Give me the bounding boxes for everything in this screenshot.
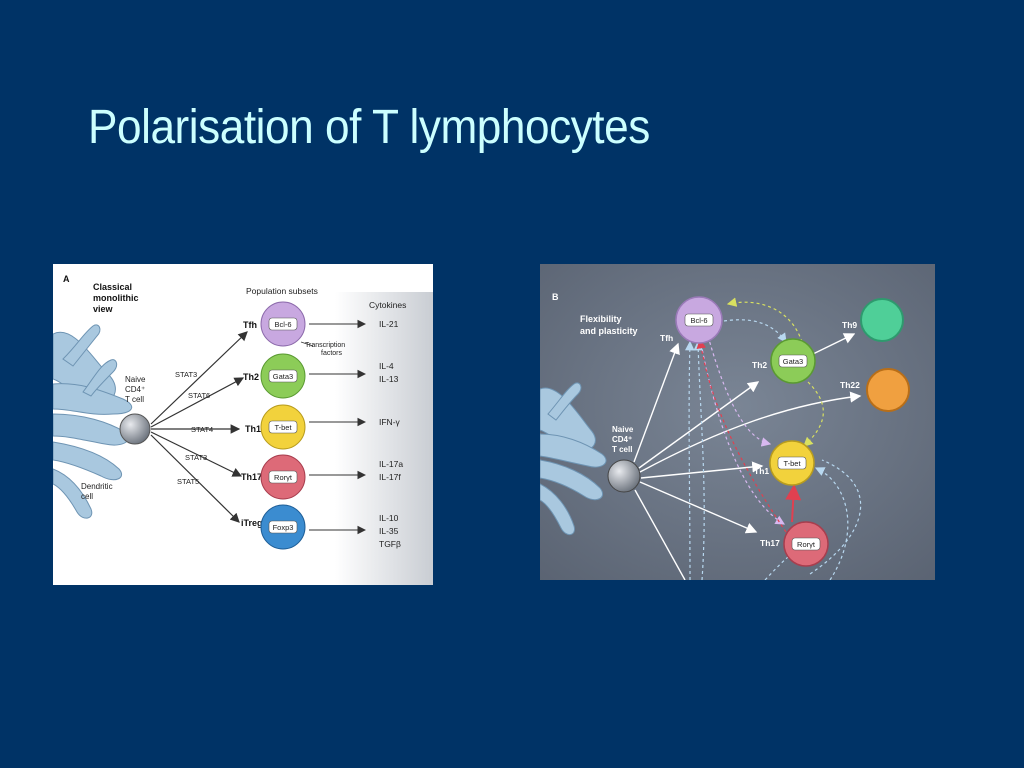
- transcription-label-line1: Transcription: [305, 342, 345, 349]
- cell-name-b-th9: Th9: [842, 320, 857, 330]
- subset-name-th2: Th2: [243, 372, 259, 382]
- dashed-tfh-to-th2: [717, 319, 787, 343]
- dashed-up-to-tfh-2: [693, 340, 705, 580]
- dashed-up-to-th1: [814, 467, 849, 580]
- subset-cell-tfh: Bcl-6: [260, 301, 306, 347]
- population-subsets-header: Population subsets: [246, 286, 318, 296]
- cytokine-itreg-2: IL-35: [379, 526, 399, 536]
- cytokine-tfh-1: IL-21: [379, 319, 399, 329]
- factor-label-tfh: Bcl-6: [274, 320, 291, 329]
- arrow-to-th17: [150, 431, 243, 477]
- transcription-leader: [300, 341, 314, 347]
- panel-a-heading-line2: monolithic: [93, 293, 139, 303]
- factor-label-b-th1: T-bet: [783, 459, 801, 468]
- cell-name-b-th17: Th17: [760, 538, 780, 548]
- cytokine-th2-2: IL-13: [379, 374, 399, 384]
- arrow-b-to-th22: [639, 391, 862, 473]
- cell-b-th22: [866, 368, 910, 412]
- cell-b-tfh: Bcl-6: [675, 296, 723, 344]
- subset-cell-itreg: Foxp3: [260, 504, 306, 550]
- panel-a-classical-view: STAT3 STAT6 STAT4 STAT3 STAT5 Tfh Th2 Th…: [53, 264, 433, 585]
- panel-a-heading-line1: Classical: [93, 282, 132, 292]
- factor-label-b-th2: Gata3: [783, 357, 803, 366]
- naive-label-b-line1: Naive: [612, 425, 634, 434]
- cytokine-th2-1: IL-4: [379, 361, 394, 371]
- cell-name-b-th1: Th1: [754, 466, 769, 476]
- dashed-up-to-tfh-1: [684, 340, 695, 580]
- dendritic-label-line2: cell: [81, 492, 93, 501]
- arrow-b-to-tfh: [633, 342, 680, 463]
- panel-b-plasticity-view: Bcl-6 Gata3 T-bet Rorγt Tfh Th2 Th1 Th17…: [540, 264, 935, 580]
- dashed-tfh-to-th1: [707, 335, 772, 447]
- factor-label-th1: T-bet: [274, 423, 292, 432]
- subset-name-tfh: Tfh: [243, 320, 257, 330]
- cytokine-th17-1: IL-17a: [379, 459, 403, 469]
- naive-label-line2: CD4⁺: [125, 385, 145, 394]
- stat-label-th17: STAT3: [185, 453, 207, 462]
- cell-b-th2: Gata3: [770, 338, 816, 384]
- subset-name-th1: Th1: [245, 424, 261, 434]
- cell-name-b-th22: Th22: [840, 380, 860, 390]
- dendritic-cell-image: [53, 324, 133, 519]
- stat-label-tfh: STAT3: [175, 370, 197, 379]
- arrow-to-itreg: [150, 434, 240, 523]
- panel-a-heading-line3: view: [93, 304, 114, 314]
- cytokine-strip: [335, 292, 433, 585]
- dendritic-cell-image-b: [540, 382, 607, 535]
- subset-cell-th17: Rorγt: [260, 454, 306, 500]
- cytokine-th17-2: IL-17f: [379, 472, 401, 482]
- panel-b-heading-line2: and plasticity: [580, 326, 638, 336]
- dendritic-label-line1: Dendritic: [81, 482, 113, 491]
- panel-b-heading-line1: Flexibility: [580, 314, 622, 324]
- subset-name-itreg: iTreg: [241, 518, 263, 528]
- factor-label-th17: Rorγt: [274, 473, 293, 482]
- arrow-th17-to-th1: [785, 484, 802, 523]
- dashed-th17-to-tfh: [696, 338, 787, 533]
- naive-t-cell-b: [607, 459, 641, 493]
- cytokine-itreg-3: TGFβ: [379, 539, 401, 549]
- cytokine-itreg-1: IL-10: [379, 513, 399, 523]
- naive-t-cell: [119, 413, 151, 445]
- arrow-th2-to-th9: [812, 333, 856, 355]
- arrow-b-to-th1: [640, 461, 764, 479]
- stat-label-th1: STAT4: [191, 425, 213, 434]
- arrow-b-to-th2: [638, 381, 760, 469]
- dashed-th2-to-th1: [803, 381, 824, 447]
- arrow-to-tfh: [150, 331, 248, 425]
- arrow-to-th2: [150, 377, 245, 428]
- cell-b-th9: [860, 298, 904, 342]
- factor-label-b-tfh: Bcl-6: [690, 316, 707, 325]
- naive-label-b-line2: CD4⁺: [612, 435, 632, 444]
- cell-b-th1: T-bet: [769, 440, 815, 486]
- cell-name-b-tfh: Tfh: [660, 333, 673, 343]
- factor-label-th2: Gata3: [273, 372, 293, 381]
- cytokines-header: Cytokines: [369, 300, 406, 310]
- factor-label-b-th17: Rorγt: [797, 540, 816, 549]
- arrow-b-to-offpanel: [634, 489, 686, 580]
- stat-label-th2: STAT6: [188, 391, 210, 400]
- cell-name-b-th2: Th2: [752, 360, 767, 370]
- cell-b-th17: Rorγt: [783, 521, 829, 567]
- factor-label-itreg: Foxp3: [273, 523, 294, 532]
- subset-name-th17: Th17: [241, 472, 262, 482]
- transcription-label-line2: factors: [321, 350, 343, 357]
- subset-cell-th1: T-bet: [260, 404, 306, 450]
- subset-cell-th2: Gata3: [260, 353, 306, 399]
- arrow-b-to-th17: [639, 481, 758, 534]
- slide-title: Polarisation of T lymphocytes: [88, 101, 650, 154]
- dashed-th2-to-tfh: [726, 297, 803, 343]
- panel-a-letter: A: [63, 274, 70, 284]
- dashed-loop-th1: [809, 459, 862, 575]
- panel-b-letter: B: [552, 292, 559, 302]
- cytokine-th1-1: IFN-γ: [379, 417, 401, 427]
- naive-label-b-line3: T cell: [612, 445, 632, 454]
- naive-label-line1: Naive: [125, 375, 146, 384]
- stat-label-itreg: STAT5: [177, 477, 199, 486]
- naive-label-line3: T cell: [125, 395, 144, 404]
